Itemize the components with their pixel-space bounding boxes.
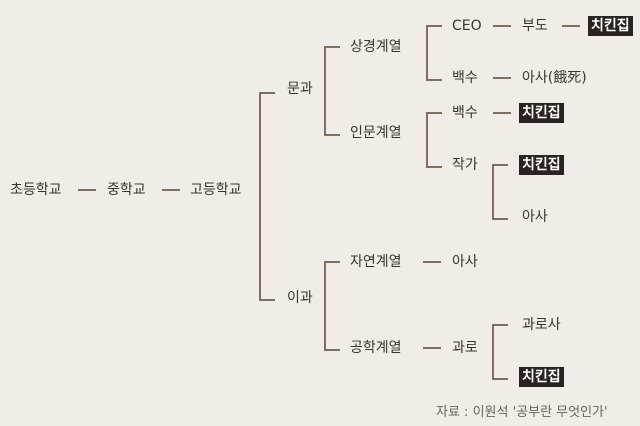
connector xyxy=(423,347,441,349)
connector xyxy=(493,77,511,79)
connector xyxy=(162,189,180,191)
node-jobless: 백수 xyxy=(452,70,478,86)
node-death-overwork: 과로사 xyxy=(522,317,561,333)
node-business: 상경계열 xyxy=(350,39,402,55)
bracket-overwork xyxy=(492,324,508,380)
node-chicken-shop: 치킨집 xyxy=(519,103,564,123)
connector xyxy=(423,261,441,263)
connector xyxy=(562,25,580,27)
node-science: 이과 xyxy=(287,290,313,306)
node-starve: 아사 xyxy=(522,209,548,225)
node-high: 고등학교 xyxy=(190,182,242,198)
bracket-liberal xyxy=(426,112,442,168)
node-starvation: 아사(餓死) xyxy=(522,70,587,86)
node-ceo: CEO xyxy=(452,18,482,34)
bracket-writer xyxy=(492,164,508,220)
node-chicken-shop: 치킨집 xyxy=(519,367,564,387)
node-chicken-shop: 치킨집 xyxy=(519,155,564,175)
node-starve: 아사 xyxy=(452,254,478,270)
connector xyxy=(78,189,96,191)
node-engineering: 공학계열 xyxy=(350,340,402,356)
node-chicken-shop: 치킨집 xyxy=(588,16,633,36)
node-elementary: 초등학교 xyxy=(10,182,62,198)
connector xyxy=(493,25,511,27)
node-overwork: 과로 xyxy=(452,340,478,356)
node-natural: 자연계열 xyxy=(350,254,402,270)
source-note: 자료 : 이원석 '공부란 무엇인가' xyxy=(436,405,608,420)
node-writer: 작가 xyxy=(452,157,478,173)
node-jobless: 백수 xyxy=(452,105,478,121)
node-humanities: 문과 xyxy=(287,81,313,97)
bracket-humanities xyxy=(324,46,340,136)
bracket-tracks xyxy=(259,92,275,301)
bracket-science xyxy=(324,261,340,351)
node-middle: 중학교 xyxy=(107,182,146,198)
node-liberal: 인문계열 xyxy=(350,125,402,141)
node-bankrupt: 부도 xyxy=(522,18,548,34)
connector xyxy=(493,112,511,114)
bracket-business xyxy=(426,25,442,81)
